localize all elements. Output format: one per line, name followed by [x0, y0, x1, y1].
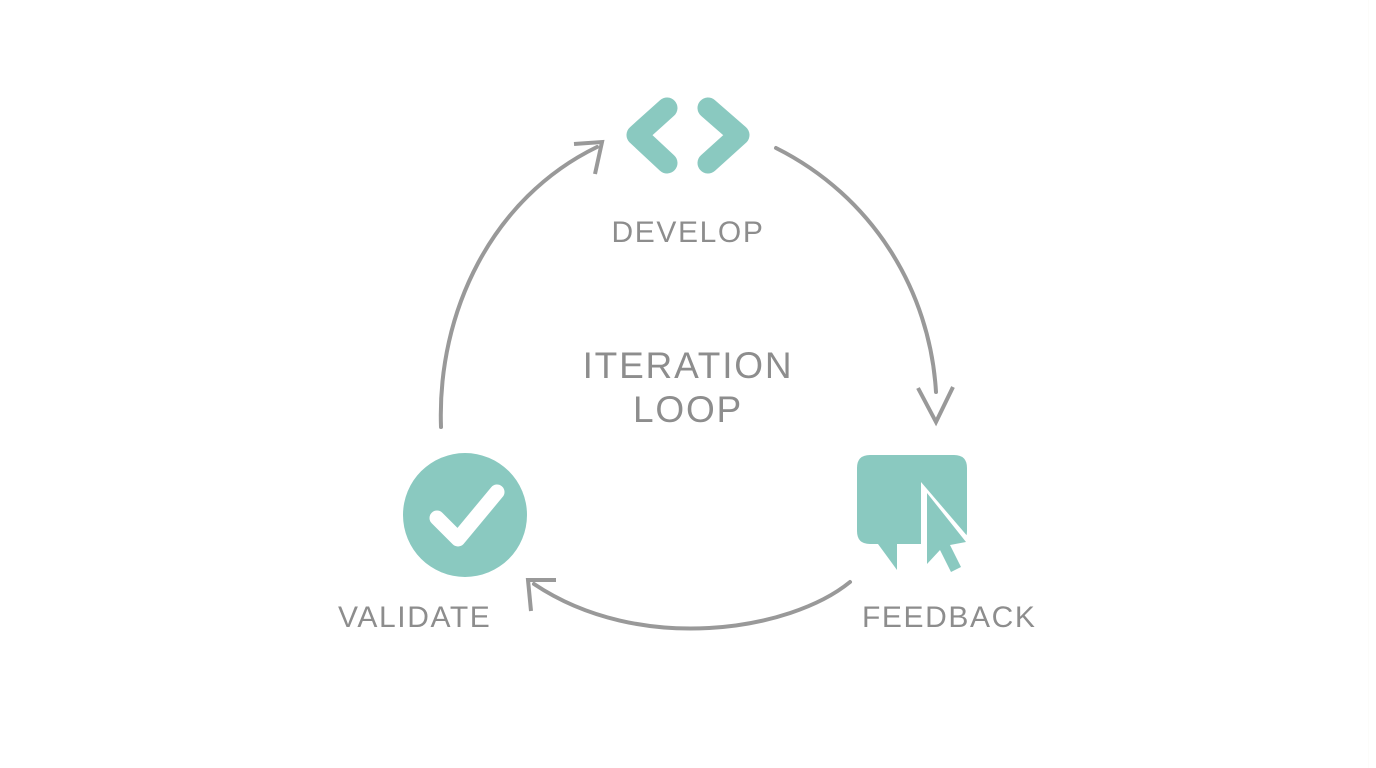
right-edge-artifact	[1368, 0, 1369, 768]
node-label-develop: DEVELOP	[611, 216, 765, 249]
code-chevrons-icon	[626, 97, 750, 174]
node-label-validate: VALIDATE	[338, 601, 492, 634]
arrow-feedback-to-validate	[525, 578, 852, 631]
arrow-develop-to-feedback	[774, 146, 955, 427]
diagram-center-title: ITERATION LOOP	[582, 345, 794, 430]
node-label-feedback: FEEDBACK	[862, 601, 1037, 634]
speech-bubble-cursor-icon	[857, 455, 975, 580]
check-circle-icon	[403, 453, 527, 577]
arrow-validate-to-develop	[438, 139, 605, 429]
